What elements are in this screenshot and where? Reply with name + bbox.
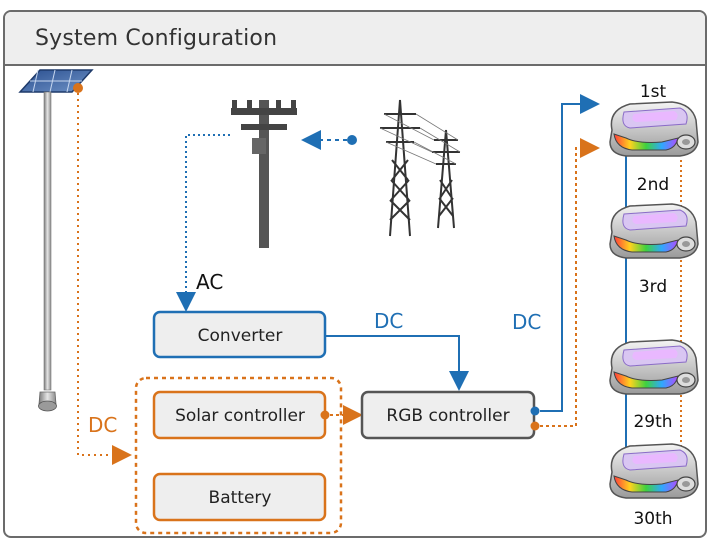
- solar-dc-label: DC: [88, 413, 117, 437]
- device-label: 1st: [640, 82, 667, 102]
- rgb-lamp-icon: [609, 443, 699, 499]
- lamp-pole-icon: [38, 91, 57, 412]
- converter-dc-line: [326, 335, 469, 391]
- solar-system-group: [134, 376, 343, 535]
- page-title: System Configuration: [35, 26, 278, 51]
- device-label: 3rd: [639, 277, 667, 297]
- rgb-blue-output-dot: [530, 406, 540, 416]
- solar-output-dot: [73, 83, 83, 93]
- solar-dc-line: [77, 93, 132, 465]
- grid-source-dot: [347, 135, 357, 145]
- rgb-orange-output-dot: [530, 421, 540, 431]
- rgb-lamp-icon: [609, 101, 699, 157]
- rgb-controller-label: RGB controller: [386, 406, 509, 426]
- device-label: 29th: [633, 412, 672, 432]
- rgb-lamp-icon: [609, 203, 699, 259]
- utility-pole-icon: [231, 100, 297, 248]
- rgb-orange-output-line: [540, 138, 600, 427]
- converter-label: Converter: [198, 326, 283, 346]
- converter-dc-label: DC: [374, 309, 403, 333]
- rgb-dc-label: DC: [512, 310, 541, 334]
- battery-box: [152, 472, 327, 522]
- device-label: 2nd: [637, 175, 669, 195]
- rgb-lamp-icon: [609, 339, 699, 395]
- solar-controller-dot: [320, 410, 330, 420]
- solar-controller-label: Solar controller: [175, 406, 305, 426]
- rgb-blue-output-line: [540, 94, 600, 412]
- device-label: 30th: [633, 509, 672, 529]
- battery-label: Battery: [209, 488, 272, 508]
- header-bar: System Configuration: [5, 12, 705, 66]
- ac-label: AC: [196, 270, 223, 294]
- converter-box: [152, 310, 327, 359]
- power-tower-icon: [379, 99, 461, 237]
